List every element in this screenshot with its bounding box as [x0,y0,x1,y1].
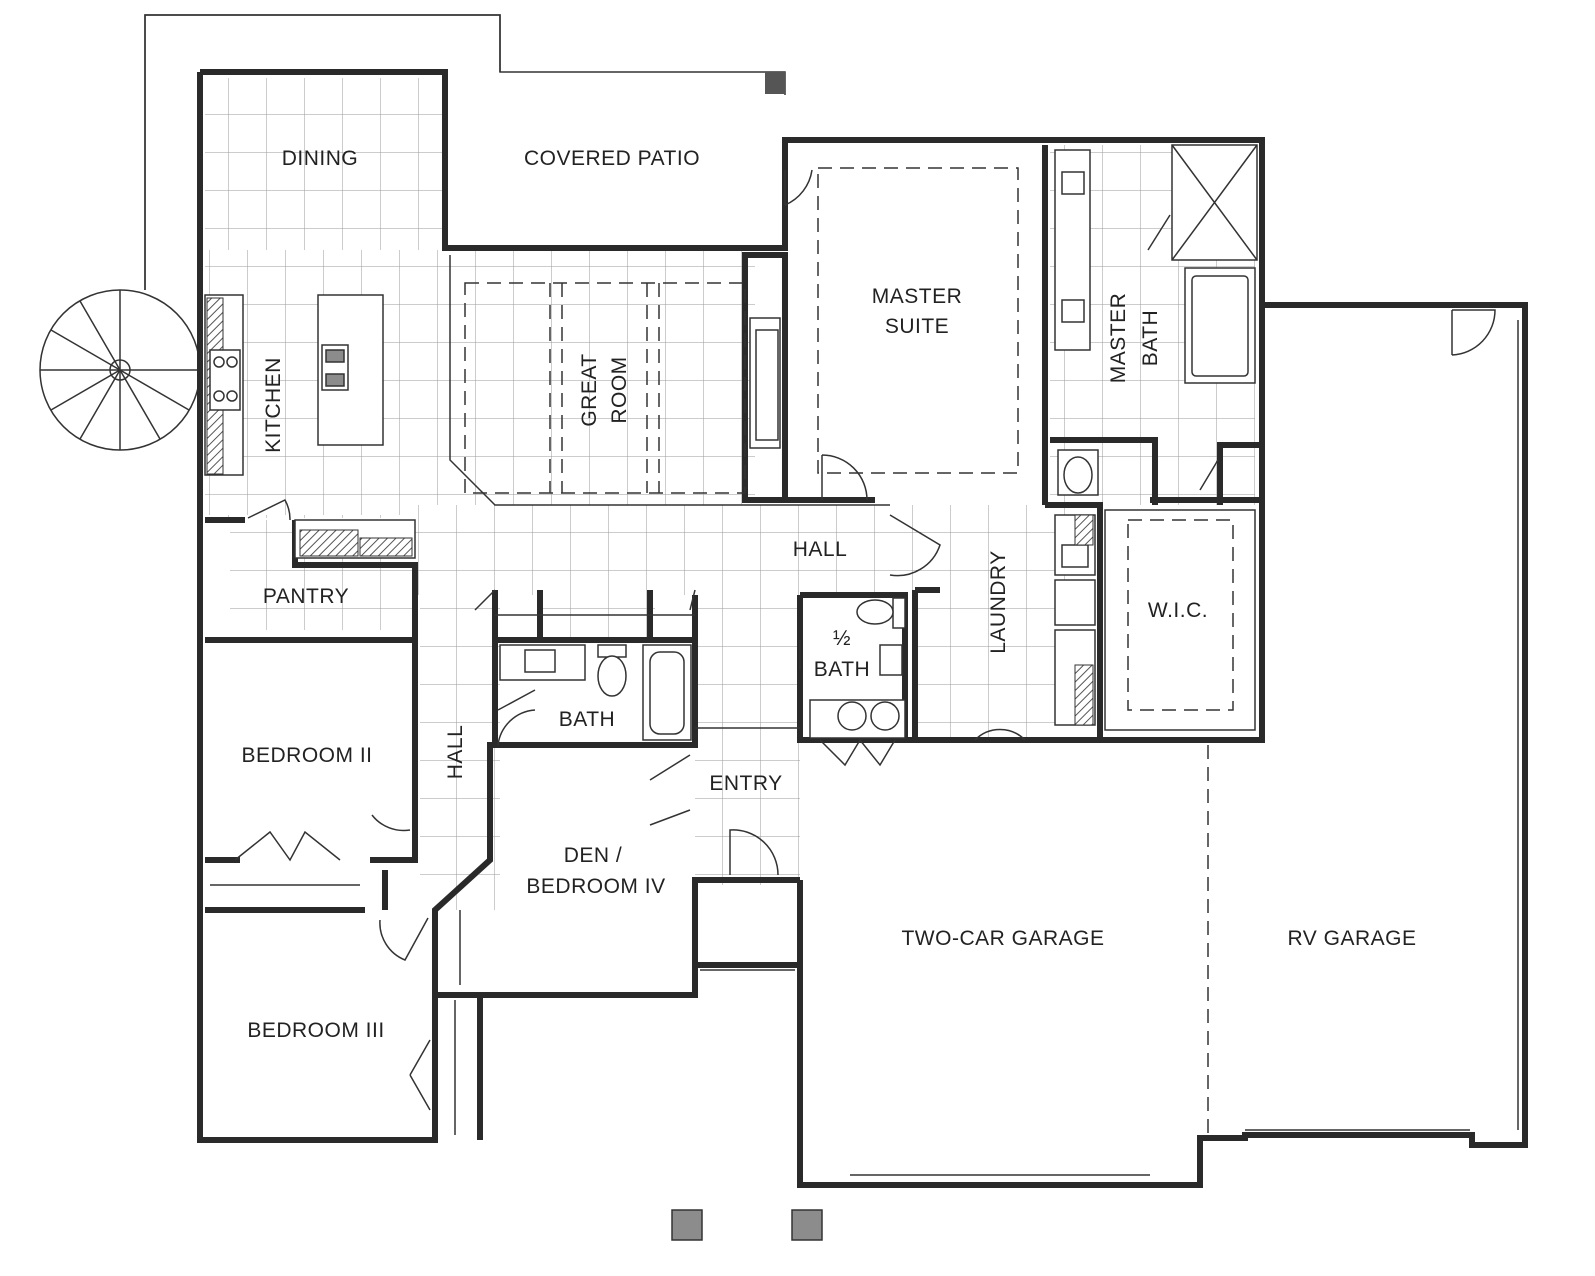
label-master-suite-2: SUITE [885,315,949,338]
label-den-1: DEN / [564,844,623,867]
interior-walls [205,145,1260,995]
tiled-floor-areas [205,78,1255,910]
label-pantry: PANTRY [263,585,349,608]
kitchen-cabinets [204,294,416,559]
label-den-2: BEDROOM IV [526,875,665,898]
patio-column [765,72,785,94]
label-rv-garage: RV GARAGE [1288,927,1417,950]
label-entry: ENTRY [709,772,782,795]
room-labels: DINING COVERED PATIO KITCHEN GREAT ROOM … [241,147,1416,1042]
garage-details [850,320,1519,1176]
master-bath-fixtures [1054,144,1258,496]
porch-column-left [671,1209,703,1241]
label-bedroom-2: BEDROOM II [241,744,372,767]
porch-column-right [791,1209,823,1241]
label-master-suite-1: MASTER [872,285,963,308]
label-hall-main: HALL [793,538,848,561]
bath-fixtures [499,597,906,741]
label-hall-side: HALL [444,725,467,780]
wic-outline [1104,509,1256,731]
label-half-bath: BATH [814,658,870,681]
label-half-bath-fraction: ½ [833,627,851,650]
spiral-staircase [39,289,201,451]
label-dining: DINING [282,147,359,170]
label-master-bath-1: MASTER [1107,293,1130,384]
great-room-builtins [449,255,890,506]
door-swings [234,169,1496,1111]
label-wic: W.I.C. [1148,599,1208,622]
label-bath: BATH [559,708,615,731]
label-laundry: LAUNDRY [987,550,1010,653]
laundry-appliances [1054,514,1096,726]
label-bedroom-3: BEDROOM III [247,1019,384,1042]
label-kitchen: KITCHEN [262,357,285,453]
wic-shelving [1127,519,1234,711]
label-two-car-garage: TWO-CAR GARAGE [901,927,1104,950]
exterior-walls [197,69,1528,1188]
label-great-room-2: ROOM [608,356,631,423]
label-great-room-1: GREAT [578,353,601,426]
window-marks [210,614,800,1135]
master-tray-ceiling [817,167,1019,474]
label-covered-patio: COVERED PATIO [524,147,700,170]
label-master-bath-2: BATH [1139,310,1162,366]
